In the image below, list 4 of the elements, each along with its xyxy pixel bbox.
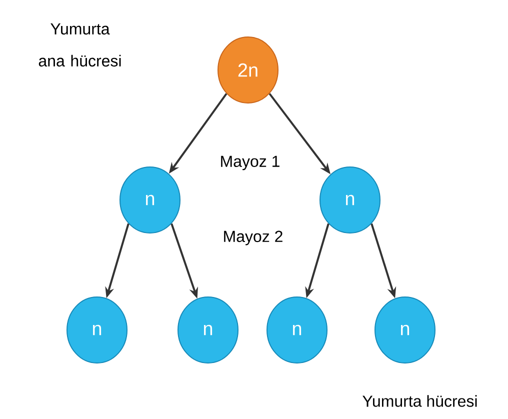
stage-label: Mayoz 1	[221, 156, 280, 170]
stage-label: Yumurta ana hücresi	[38, 23, 121, 67]
stage-label: Mayoz 2	[224, 230, 282, 246]
stage-label: Yumurta hücresi	[362, 395, 477, 407]
